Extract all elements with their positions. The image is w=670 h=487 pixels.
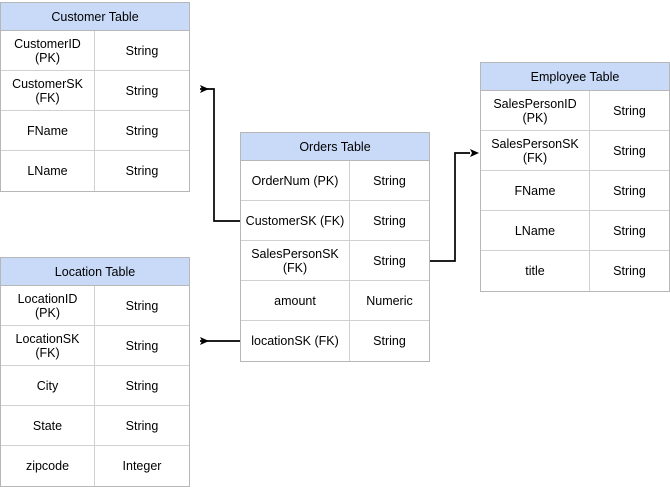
table-title-orders: Orders Table xyxy=(241,133,429,161)
field-type: String xyxy=(125,418,159,433)
field-name: CustomerSK (FK) xyxy=(241,201,350,240)
field-type: Integer xyxy=(122,459,162,473)
field-type: String xyxy=(373,173,406,188)
field-name: CustomerID (PK) xyxy=(1,31,95,70)
table-row[interactable]: SalesPersonSK (FK) String xyxy=(481,131,669,171)
field-type: String xyxy=(125,164,159,178)
table-title-employee: Employee Table xyxy=(481,63,669,91)
entity-table-employee[interactable]: Employee Table SalesPersonID (PK) String… xyxy=(480,62,670,292)
field-name: LName xyxy=(481,211,590,250)
field-type: String xyxy=(125,83,159,98)
table-row[interactable]: LName String xyxy=(481,211,669,251)
field-name: zipcode xyxy=(1,446,95,486)
table-row[interactable]: FName String xyxy=(1,111,189,151)
connector-orders-to-customer xyxy=(200,85,240,222)
field-type: String xyxy=(125,378,159,393)
table-row[interactable]: City String xyxy=(1,366,189,406)
field-name: SalesPersonSK (FK) xyxy=(481,131,590,170)
entity-table-orders[interactable]: Orders Table OrderNum (PK) String Custom… xyxy=(240,132,430,362)
table-row[interactable]: FName String xyxy=(481,171,669,211)
table-title-customer: Customer Table xyxy=(1,3,189,31)
field-type: String xyxy=(125,123,159,138)
field-type: String xyxy=(613,183,646,198)
table-row[interactable]: OrderNum (PK) String xyxy=(241,161,429,201)
table-row[interactable]: LocationID (PK) String xyxy=(1,286,189,326)
table-row[interactable]: CustomerSK (FK) String xyxy=(1,71,189,111)
field-name: LocationID (PK) xyxy=(1,286,95,325)
field-type: String xyxy=(125,298,159,313)
table-row[interactable]: LName String xyxy=(1,151,189,191)
field-type: String xyxy=(613,223,646,238)
table-title-location: Location Table xyxy=(1,258,189,286)
field-name: SalesPersonID (PK) xyxy=(481,91,590,130)
field-name: City xyxy=(1,366,95,405)
field-type: String xyxy=(125,338,159,353)
table-row[interactable]: CustomerSK (FK) String xyxy=(241,201,429,241)
field-type: String xyxy=(613,143,646,158)
table-row[interactable]: State String xyxy=(1,406,189,446)
field-type: String xyxy=(125,43,159,58)
field-name: FName xyxy=(1,111,95,150)
table-row[interactable]: SalesPersonID (PK) String xyxy=(481,91,669,131)
field-name: title xyxy=(481,251,590,291)
field-name: CustomerSK (FK) xyxy=(1,71,95,110)
table-row[interactable]: zipcode Integer xyxy=(1,446,189,486)
table-row[interactable]: CustomerID (PK) String xyxy=(1,31,189,71)
field-name: LName xyxy=(1,151,95,191)
field-type: String xyxy=(373,253,406,268)
entity-table-location[interactable]: Location Table LocationID (PK) String Lo… xyxy=(0,257,190,487)
field-name: SalesPersonSK (FK) xyxy=(241,241,350,280)
table-row[interactable]: SalesPersonSK (FK) String xyxy=(241,241,429,281)
connector-orders-to-employee xyxy=(430,149,479,262)
table-row[interactable]: amount Numeric xyxy=(241,281,429,321)
field-name: amount xyxy=(241,281,350,320)
entity-table-customer[interactable]: Customer Table CustomerID (PK) String Cu… xyxy=(0,2,190,192)
field-name: FName xyxy=(481,171,590,210)
field-name: locationSK (FK) xyxy=(241,321,350,361)
table-row[interactable]: locationSK (FK) String xyxy=(241,321,429,361)
field-name: State xyxy=(1,406,95,445)
field-type: String xyxy=(613,103,646,118)
field-type: Numeric xyxy=(366,293,413,308)
field-name: LocationSK (FK) xyxy=(1,326,95,365)
field-type: String xyxy=(373,213,406,228)
field-type: String xyxy=(373,334,406,348)
field-type: String xyxy=(613,264,646,278)
field-name: OrderNum (PK) xyxy=(241,161,350,200)
table-row[interactable]: title String xyxy=(481,251,669,291)
table-row[interactable]: LocationSK (FK) String xyxy=(1,326,189,366)
